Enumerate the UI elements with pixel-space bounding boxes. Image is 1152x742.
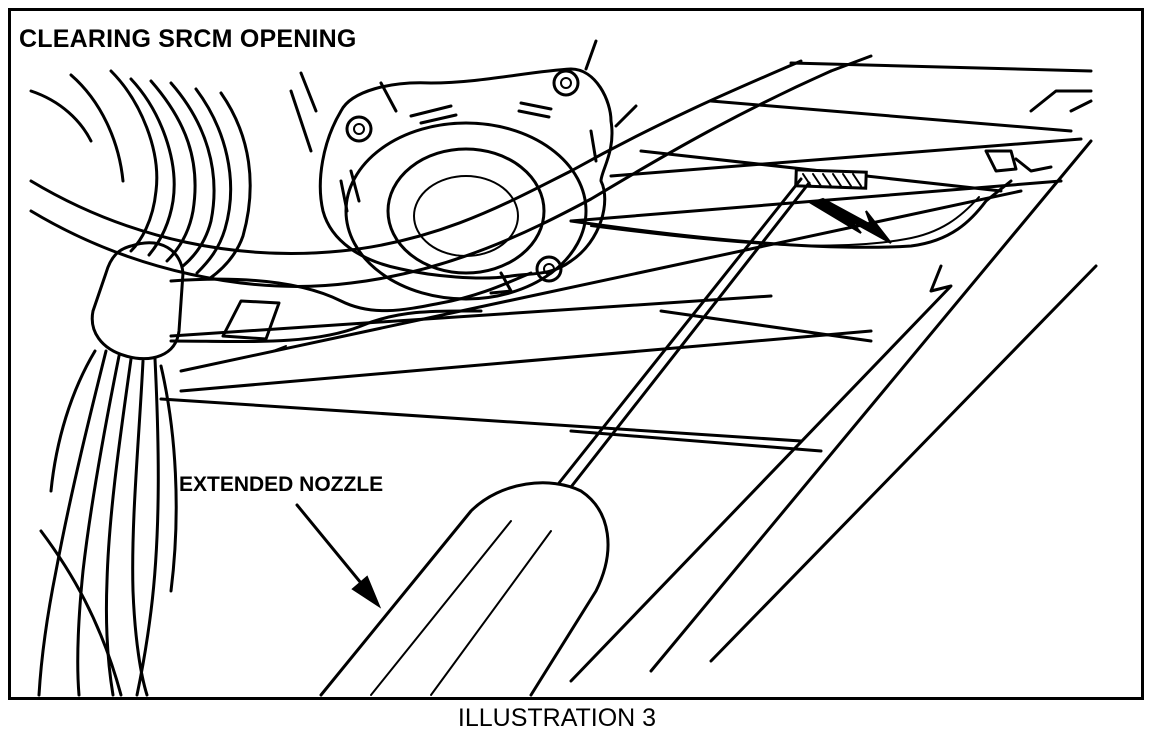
side-rails bbox=[569, 89, 1098, 683]
nozzle-body-line bbox=[430, 530, 552, 696]
nozzle-body-line bbox=[370, 520, 512, 696]
panel-ridge-line bbox=[179, 189, 1023, 373]
opening-arrow bbox=[808, 197, 892, 244]
pipe-edge bbox=[29, 69, 833, 288]
side-rail-line bbox=[1014, 157, 1053, 173]
figure-title: CLEARING SRCM OPENING bbox=[19, 25, 357, 53]
nozzle-tube bbox=[557, 177, 803, 485]
wire-harness bbox=[29, 69, 252, 697]
pipe bbox=[29, 54, 873, 288]
side-rail-line bbox=[1029, 89, 1093, 113]
nozzle-callout-label: EXTENDED NOZZLE bbox=[179, 473, 384, 496]
panel-slot bbox=[221, 299, 281, 341]
side-rail-line bbox=[649, 139, 1093, 673]
side-rail-line bbox=[984, 149, 1018, 173]
srcm-recess-inner bbox=[590, 196, 980, 247]
panel-ridge-line bbox=[709, 99, 1073, 133]
pipe-edge bbox=[829, 54, 873, 73]
bracket-lower bbox=[169, 309, 483, 344]
side-rail-line bbox=[1069, 99, 1093, 113]
panel-ridge-line bbox=[609, 137, 1083, 178]
callout-leader bbox=[295, 503, 382, 609]
panel-slot-edge bbox=[272, 345, 287, 352]
side-rail-line bbox=[709, 264, 1098, 663]
srcm-recess-outline bbox=[569, 179, 1013, 249]
line-drawing bbox=[29, 39, 1098, 697]
srcm-opening bbox=[794, 168, 868, 190]
nozzle-body bbox=[319, 481, 610, 697]
panel-ridge-line bbox=[789, 61, 1093, 73]
bracket-outline bbox=[169, 271, 533, 313]
panel-ridge-line bbox=[179, 329, 873, 393]
side-rail-line bbox=[569, 264, 953, 683]
extended-nozzle bbox=[319, 177, 811, 697]
panel-ridge-line bbox=[159, 397, 803, 443]
figure-frame: CLEARING SRCM OPENING EXTENDED NOZZLE bbox=[8, 8, 1144, 700]
harness-clamp bbox=[90, 241, 185, 361]
motor-housing bbox=[289, 39, 638, 301]
nozzle-tube bbox=[569, 181, 811, 489]
pipe-edge bbox=[29, 59, 803, 255]
panel-ridge-line bbox=[659, 309, 873, 343]
figure-caption: ILLUSTRATION 3 bbox=[457, 704, 657, 732]
